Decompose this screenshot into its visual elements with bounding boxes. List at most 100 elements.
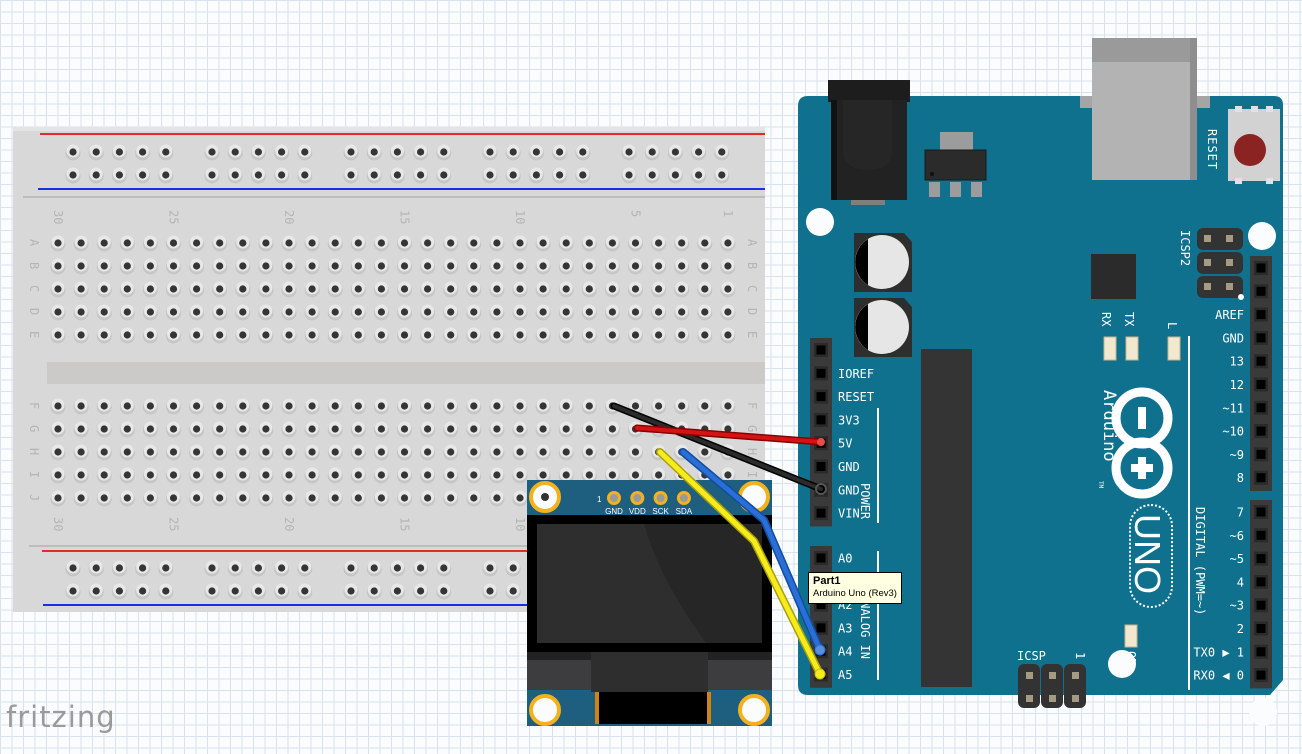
breadboard-hole[interactable] xyxy=(258,421,274,438)
breadboard-hole[interactable] xyxy=(489,327,505,344)
breadboard-hole[interactable] xyxy=(397,304,412,321)
breadboard-hole[interactable] xyxy=(235,258,251,275)
breadboard-hole[interactable] xyxy=(73,258,89,275)
breadboard-hole[interactable] xyxy=(512,490,528,507)
breadboard-hole[interactable] xyxy=(558,304,574,321)
breadboard-hole[interactable] xyxy=(436,144,452,161)
breadboard-hole[interactable] xyxy=(482,560,498,577)
breadboard-hole[interactable] xyxy=(119,327,135,344)
breadboard-hole[interactable] xyxy=(552,167,568,184)
breadboard-hole[interactable] xyxy=(691,167,707,184)
breadboard-hole[interactable] xyxy=(720,235,736,252)
breadboard-hole[interactable] xyxy=(304,398,320,415)
breadboard-hole[interactable] xyxy=(389,167,405,184)
breadboard-hole[interactable] xyxy=(189,235,205,252)
breadboard-hole[interactable] xyxy=(96,258,112,275)
breadboard-hole[interactable] xyxy=(65,144,81,161)
header-pin[interactable] xyxy=(814,389,828,404)
breadboard-hole[interactable] xyxy=(50,398,66,415)
breadboard-hole[interactable] xyxy=(674,258,690,275)
breadboard-hole[interactable] xyxy=(350,398,366,415)
breadboard-hole[interactable] xyxy=(581,281,597,298)
breadboard-hole[interactable] xyxy=(212,444,228,461)
breadboard-hole[interactable] xyxy=(512,235,528,252)
breadboard-hole[interactable] xyxy=(397,258,412,275)
breadboard-hole[interactable] xyxy=(581,258,597,275)
breadboard-hole[interactable] xyxy=(281,421,297,438)
breadboard-hole[interactable] xyxy=(720,467,736,484)
header-pin[interactable] xyxy=(1254,261,1268,275)
breadboard-hole[interactable] xyxy=(50,258,66,275)
breadboard-hole[interactable] xyxy=(674,398,690,415)
breadboard-hole[interactable] xyxy=(304,304,320,321)
breadboard-hole[interactable] xyxy=(558,444,574,461)
header-pin[interactable] xyxy=(1254,424,1268,439)
breadboard-hole[interactable] xyxy=(466,304,482,321)
breadboard-hole[interactable] xyxy=(397,327,412,344)
breadboard-hole[interactable] xyxy=(505,560,521,577)
breadboard-hole[interactable] xyxy=(350,467,366,484)
header-pin[interactable] xyxy=(1254,668,1268,683)
breadboard-hole[interactable] xyxy=(512,467,528,484)
breadboard-hole[interactable] xyxy=(327,421,343,438)
breadboard-hole[interactable] xyxy=(505,144,521,161)
oled-pin[interactable] xyxy=(630,491,645,505)
breadboard-hole[interactable] xyxy=(250,560,266,577)
breadboard-hole[interactable] xyxy=(466,444,482,461)
breadboard-hole[interactable] xyxy=(604,444,620,461)
breadboard-hole[interactable] xyxy=(575,167,591,184)
breadboard[interactable]: 303025252020151510105511AABBCCDDEEFFGGHH… xyxy=(13,127,765,612)
sda-wire[interactable] xyxy=(679,448,826,656)
breadboard-hole[interactable] xyxy=(443,281,459,298)
breadboard-hole[interactable] xyxy=(535,327,551,344)
breadboard-hole[interactable] xyxy=(373,490,389,507)
breadboard-hole[interactable] xyxy=(119,490,135,507)
breadboard-hole[interactable] xyxy=(73,444,89,461)
breadboard-hole[interactable] xyxy=(189,467,205,484)
breadboard-hole[interactable] xyxy=(135,583,151,600)
breadboard-hole[interactable] xyxy=(258,444,274,461)
breadboard-hole[interactable] xyxy=(443,444,459,461)
breadboard-hole[interactable] xyxy=(373,467,389,484)
oled-pin[interactable] xyxy=(676,491,691,505)
breadboard-hole[interactable] xyxy=(50,421,66,438)
breadboard-hole[interactable] xyxy=(235,304,251,321)
arduino-uno[interactable]: RESET ICSP2 RX TX L ON ICSP 1 xyxy=(798,38,1283,726)
breadboard-hole[interactable] xyxy=(420,281,436,298)
breadboard-hole[interactable] xyxy=(350,304,366,321)
breadboard-hole[interactable] xyxy=(558,421,574,438)
breadboard-hole[interactable] xyxy=(327,444,343,461)
breadboard-hole[interactable] xyxy=(528,144,544,161)
breadboard-hole[interactable] xyxy=(111,144,127,161)
breadboard-hole[interactable] xyxy=(397,235,412,252)
breadboard-hole[interactable] xyxy=(96,398,112,415)
breadboard-hole[interactable] xyxy=(96,304,112,321)
breadboard-hole[interactable] xyxy=(373,421,389,438)
breadboard-hole[interactable] xyxy=(119,421,135,438)
breadboard-hole[interactable] xyxy=(142,421,158,438)
header-pin[interactable] xyxy=(814,551,828,565)
breadboard-hole[interactable] xyxy=(304,467,320,484)
breadboard-hole[interactable] xyxy=(235,398,251,415)
breadboard-hole[interactable] xyxy=(235,327,251,344)
breadboard-hole[interactable] xyxy=(204,583,220,600)
breadboard-hole[interactable] xyxy=(604,281,620,298)
breadboard-hole[interactable] xyxy=(413,167,429,184)
breadboard-hole[interactable] xyxy=(258,235,274,252)
breadboard-hole[interactable] xyxy=(350,281,366,298)
breadboard-hole[interactable] xyxy=(281,235,297,252)
header-pin[interactable] xyxy=(814,620,828,635)
breadboard-hole[interactable] xyxy=(189,421,205,438)
breadboard-hole[interactable] xyxy=(274,167,290,184)
breadboard-hole[interactable] xyxy=(581,304,597,321)
breadboard-hole[interactable] xyxy=(466,258,482,275)
breadboard-hole[interactable] xyxy=(142,444,158,461)
breadboard-hole[interactable] xyxy=(674,327,690,344)
breadboard-hole[interactable] xyxy=(628,444,643,461)
breadboard-hole[interactable] xyxy=(96,490,112,507)
breadboard-hole[interactable] xyxy=(297,144,313,161)
breadboard-hole[interactable] xyxy=(88,144,104,161)
breadboard-hole[interactable] xyxy=(158,583,174,600)
breadboard-hole[interactable] xyxy=(651,235,667,252)
breadboard-hole[interactable] xyxy=(443,235,459,252)
